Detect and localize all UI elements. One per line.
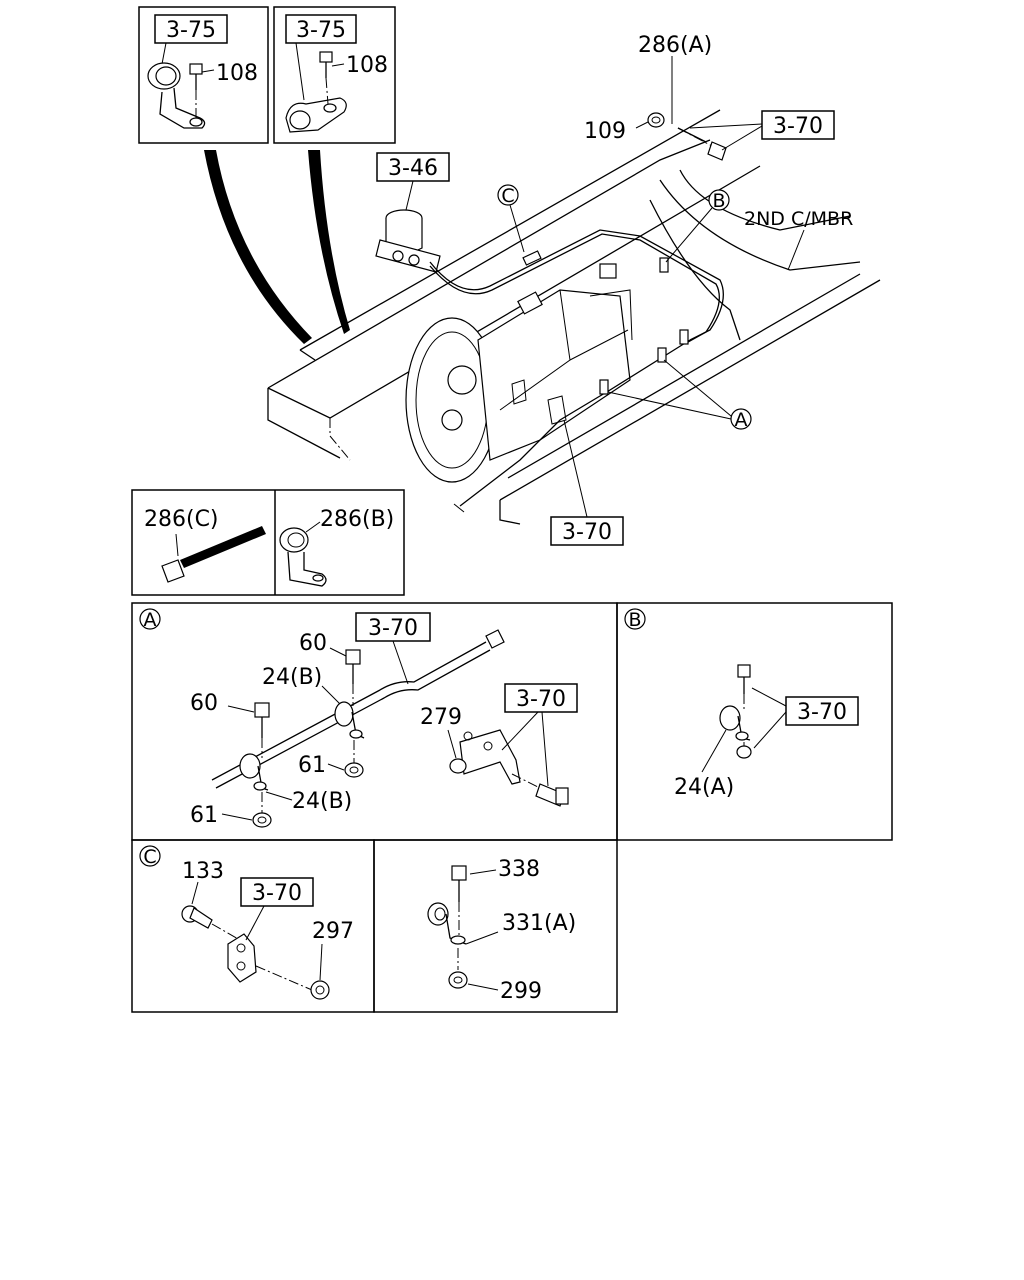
nut-61-b-icon	[252, 812, 272, 828]
detail-panel-d: 338 331(A) 299	[373, 839, 618, 1013]
callout-c-main[interactable]	[497, 184, 519, 206]
label-286b: 286(B)	[320, 507, 394, 532]
ref-box-3-70-top[interactable]	[761, 110, 835, 140]
detail-panel-a: A 3-70 60 24(B) 60	[131, 602, 618, 841]
label-108-right: 108	[346, 53, 388, 78]
ref-label-3-70-pa2: 3-70	[516, 687, 566, 712]
air-dryer-3-46	[375, 209, 441, 273]
callout-c-main-label: C	[501, 185, 514, 207]
bolt-60-b-icon	[254, 702, 270, 758]
label-286c: 286(C)	[144, 507, 219, 532]
label-2nd-member: 2ND C/MBR	[744, 208, 853, 230]
ref-label-3-70-top: 3-70	[773, 114, 823, 139]
panel-b-tag	[624, 608, 646, 630]
ref-label-3-75-right: 3-75	[296, 18, 346, 43]
ref-box-3-70-pa2[interactable]	[504, 683, 578, 713]
leader-swoosh-right	[308, 150, 350, 334]
bolt-108-left-icon	[189, 63, 203, 120]
nut-297-icon	[310, 980, 330, 1000]
inset-clamp-108-right: 3-75 108	[273, 6, 396, 144]
bracket-24a-icon	[719, 705, 752, 759]
leader-swoosh-left	[204, 150, 312, 344]
nut-109-icon	[647, 112, 665, 128]
label-108-left: 108	[216, 61, 258, 86]
clip-331a-icon	[427, 902, 467, 945]
svg-text:C: C	[143, 846, 156, 868]
bracket-24b-a-icon	[334, 701, 365, 739]
air-lines	[429, 229, 724, 513]
label-297: 297	[312, 919, 354, 944]
ref-label-3-70-pc: 3-70	[252, 881, 302, 906]
pipe-assembly-a	[211, 629, 505, 789]
bracket-plate-icon	[459, 729, 569, 807]
label-60-a: 60	[299, 631, 327, 656]
nut-299-icon	[448, 948, 468, 989]
bolt-108-right-icon	[319, 51, 333, 105]
callout-b-main[interactable]	[708, 189, 730, 211]
label-24b-a: 24(B)	[262, 665, 322, 690]
callout-a-main-label: A	[735, 409, 748, 431]
ref-label-3-46: 3-46	[388, 156, 438, 181]
ref-box-3-75-right[interactable]	[285, 14, 357, 44]
panel-a-tag	[139, 608, 161, 630]
label-331a: 331(A)	[502, 911, 576, 936]
clamp-part-icon	[147, 62, 206, 129]
label-24a: 24(A)	[674, 775, 734, 800]
nut-279-icon	[449, 758, 467, 774]
bolt-3-70-top-icon	[677, 127, 727, 161]
bolt-338-icon	[451, 865, 467, 944]
label-61-b: 61	[190, 803, 218, 828]
bracket-24b-b-icon	[239, 753, 269, 814]
ref-box-3-70-pc[interactable]	[240, 877, 314, 907]
detail-panel-b: B 3-70 24(A)	[616, 602, 893, 841]
label-286a: 286(A)	[638, 33, 712, 58]
ref-label-3-70-pb: 3-70	[797, 700, 847, 725]
nut-61-a-icon	[344, 740, 364, 778]
ref-label-3-70-pa1: 3-70	[368, 616, 418, 641]
label-24b-b: 24(B)	[292, 789, 352, 814]
label-133: 133	[182, 859, 224, 884]
ref-label-3-75-left: 3-75	[166, 18, 216, 43]
detail-panel-c: C 133 3-70 297	[131, 839, 375, 1013]
ref-box-3-75-left[interactable]	[154, 14, 228, 44]
callout-b-main-label: B	[712, 190, 725, 212]
label-299: 299	[500, 979, 542, 1004]
ref-box-3-46[interactable]	[376, 152, 450, 182]
ref-label-3-70-main: 3-70	[562, 520, 612, 545]
transmission-housing	[405, 263, 633, 483]
panel-c-tag	[139, 845, 161, 867]
inset-clamp-108-left: 3-75 108	[138, 6, 269, 144]
bolt-60-a-icon	[345, 649, 361, 706]
label-61-a: 61	[298, 753, 326, 778]
saddle-clamp-icon	[285, 97, 347, 133]
p-clip-286b-icon	[279, 527, 327, 587]
label-109: 109	[584, 119, 626, 144]
ref-box-3-70-pb[interactable]	[785, 696, 859, 726]
bolt-b-icon	[737, 664, 751, 712]
label-279: 279	[420, 705, 462, 730]
label-338: 338	[498, 857, 540, 882]
svg-text:A: A	[144, 609, 157, 631]
cable-tie-286c-icon	[161, 526, 266, 583]
frame-rails	[267, 109, 881, 525]
label-60-b: 60	[190, 691, 218, 716]
bracket-c-icon	[227, 933, 313, 991]
bolt-133-icon	[181, 905, 241, 941]
svg-text:B: B	[628, 609, 641, 631]
inset-clips-286: 286(C) 286(B)	[131, 489, 405, 596]
